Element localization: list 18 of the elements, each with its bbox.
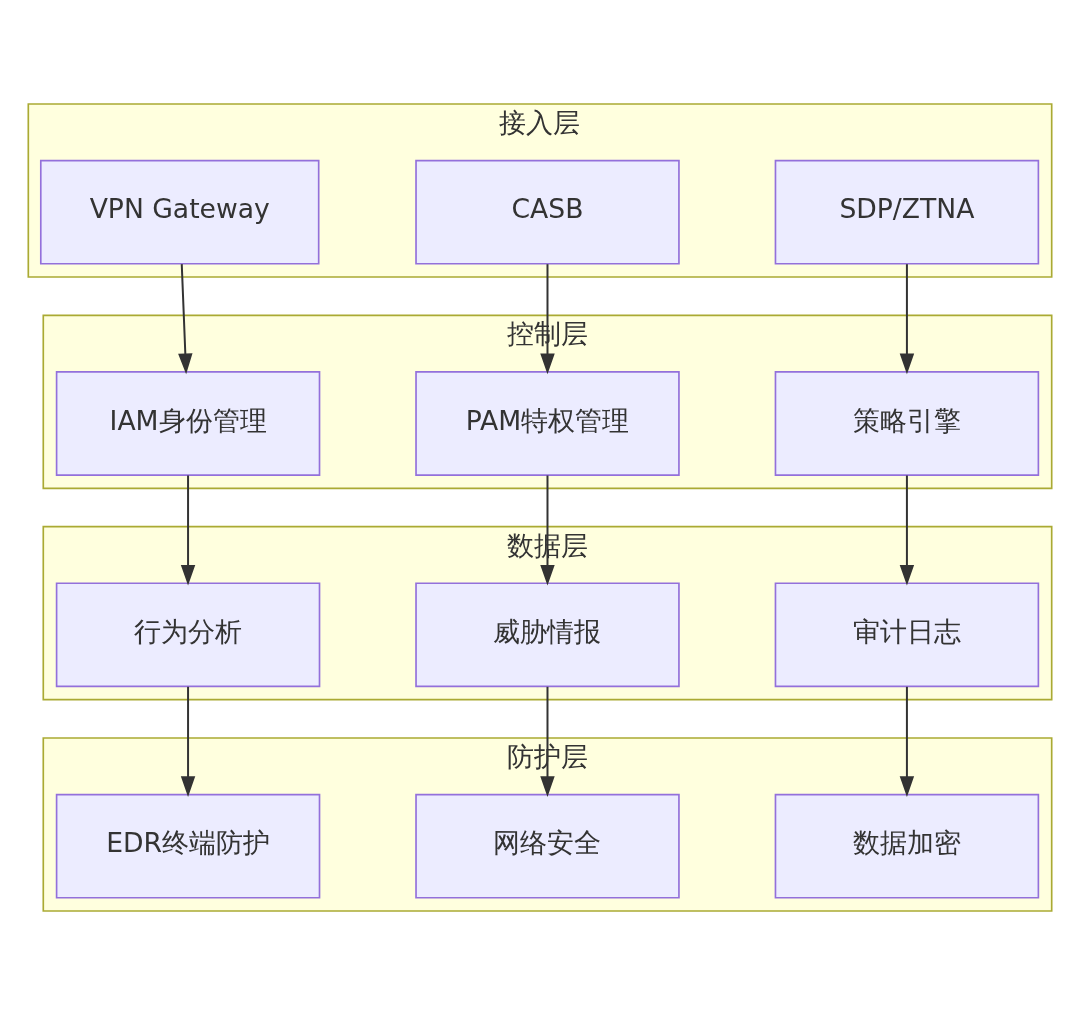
node-box: 审计日志 (774, 582, 1040, 688)
node-box: 策略引擎 (774, 371, 1040, 476)
node-box: 网络安全 (415, 793, 680, 899)
arrow (899, 263, 915, 375)
arrow (180, 474, 196, 586)
arrow (899, 474, 915, 586)
node-box: 行为分析 (55, 582, 321, 688)
arrow (180, 685, 196, 797)
node-box: IAM身份管理 (55, 371, 321, 476)
node-box: CASB (415, 159, 680, 265)
arrow (178, 263, 193, 375)
node-box: SDP/ZTNA (774, 159, 1040, 265)
node-box: EDR终端防护 (55, 793, 321, 899)
node-box: 威胁情报 (415, 582, 680, 688)
node-box: 数据加密 (774, 793, 1040, 899)
arrow (899, 685, 915, 797)
node-box: PAM特权管理 (415, 371, 680, 476)
node-box: VPN Gateway (39, 159, 320, 265)
